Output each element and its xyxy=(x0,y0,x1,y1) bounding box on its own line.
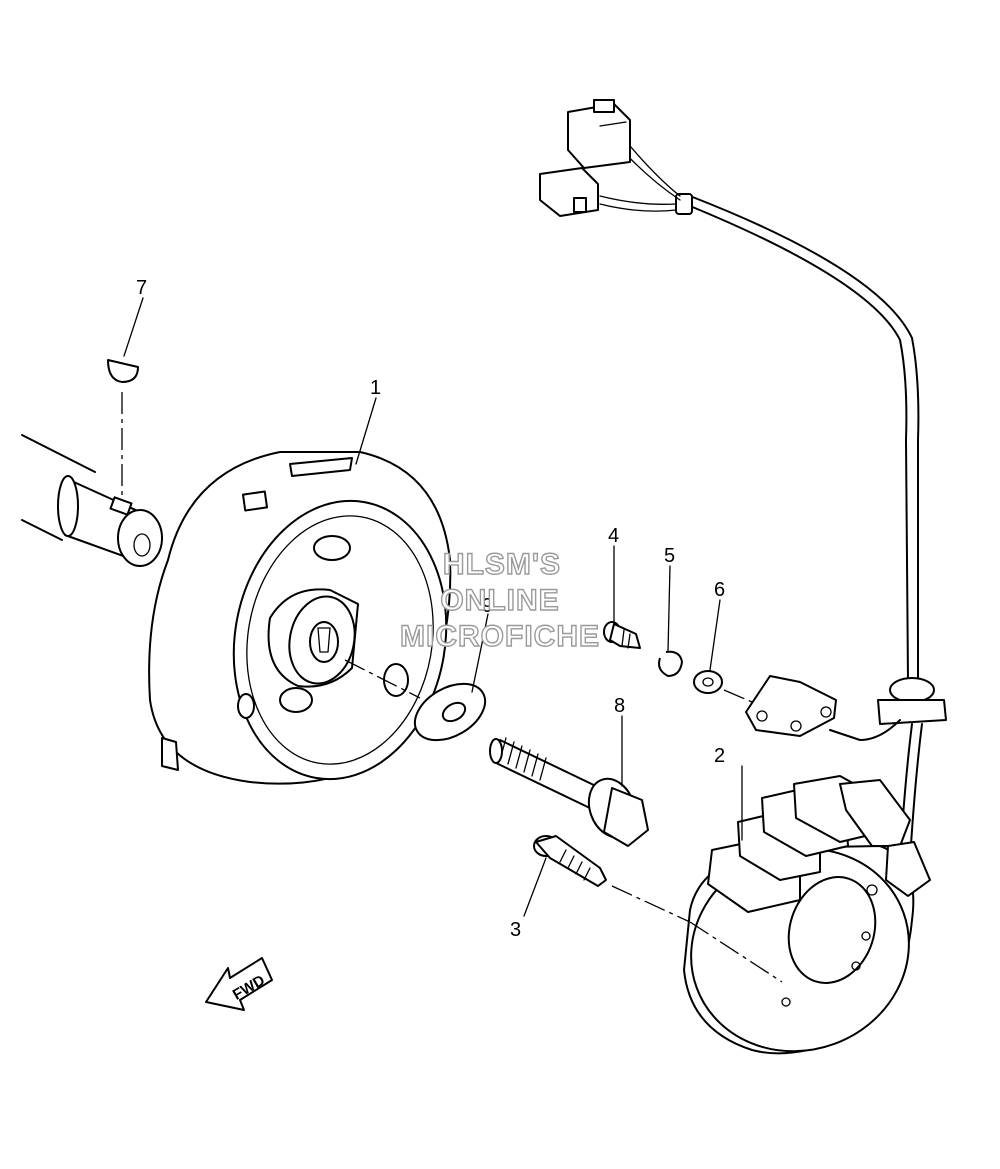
washer xyxy=(344,659,487,742)
callout-2: 2 xyxy=(714,745,725,767)
watermark: HLSM'S ONLINE MICROFICHE xyxy=(399,547,600,653)
callout-3: 3 xyxy=(510,919,521,941)
callout-4: 4 xyxy=(608,525,619,547)
callout-1: 1 xyxy=(370,377,381,399)
callout-9: 9 xyxy=(482,595,493,617)
callout-8: 8 xyxy=(614,695,625,717)
callout-7: 7 xyxy=(136,277,147,299)
callout-6: 6 xyxy=(714,579,725,601)
rotor-flywheel xyxy=(148,451,452,785)
callout-5: 5 xyxy=(664,545,675,567)
callouts: 1 2 3 4 5 6 7 8 9 xyxy=(136,277,725,941)
stator xyxy=(683,775,931,1055)
watermark-line-1: HLSM'S xyxy=(443,548,561,581)
crankshaft xyxy=(21,434,163,567)
flange-bolt xyxy=(489,737,649,847)
watermark-line-2: ONLINE xyxy=(440,584,559,617)
leader-lines xyxy=(123,297,743,917)
plain-washer xyxy=(693,670,753,703)
fwd-direction-arrow: FWD xyxy=(205,957,273,1011)
wire-harness xyxy=(539,99,947,861)
woodruff-key xyxy=(107,359,139,500)
small-screw xyxy=(603,621,641,649)
circlip xyxy=(658,650,683,677)
stator-bolt xyxy=(533,835,691,923)
watermark-line-3: MICROFICHE xyxy=(400,620,600,653)
